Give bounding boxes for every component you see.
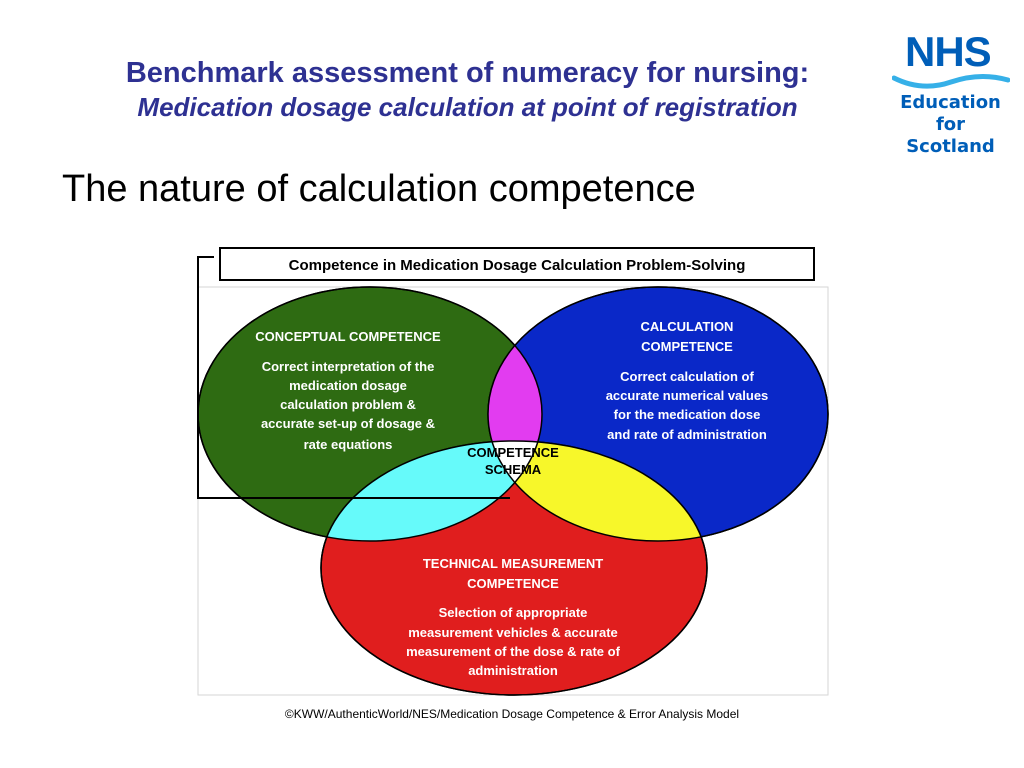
title-subtitle: Medication dosage calculation at point o…	[137, 92, 798, 122]
diagram-header: Competence in Medication Dosage Calculat…	[289, 257, 746, 274]
conceptual-line: Correct interpretation of the	[262, 359, 435, 374]
technical-title: TECHNICAL MEASUREMENT	[423, 556, 603, 571]
logo-line: Education	[900, 92, 1001, 113]
venn-diagram: Competence in Medication Dosage Calculat…	[197, 247, 829, 696]
technical-line: measurement of the dose & rate of	[406, 644, 620, 659]
center-label: SCHEMA	[485, 462, 542, 477]
technical-line: measurement vehicles & accurate	[408, 625, 618, 640]
logo-org-name: Education for Scotland	[888, 92, 1013, 158]
section-heading: The nature of calculation competence	[62, 168, 696, 210]
conceptual-title: CONCEPTUAL COMPETENCE	[255, 329, 441, 344]
technical-title: COMPETENCE	[467, 576, 559, 591]
center-label: COMPETENCE	[467, 445, 559, 460]
conceptual-line: medication dosage	[289, 378, 407, 393]
overlap-conceptual-technical	[321, 441, 542, 541]
logo-line: Scotland	[906, 136, 995, 157]
conceptual-line: accurate set-up of dosage &	[261, 416, 435, 431]
nhs-logo: NHS Education for Scotland	[888, 28, 1018, 163]
title-main: Benchmark assessment of numeracy for nur…	[125, 57, 810, 89]
wave-icon	[892, 74, 1010, 89]
copyright-notice: ©KWW/AuthenticWorld/NES/Medication Dosag…	[284, 707, 740, 721]
bracket-line	[197, 256, 510, 499]
technical-line: Selection of appropriate	[439, 605, 588, 620]
calculation-line: for the medication dose	[614, 407, 761, 422]
nhs-wordmark: NHS	[905, 28, 992, 75]
overlap-calculation-technical	[488, 441, 707, 541]
calculation-title: COMPETENCE	[641, 339, 733, 354]
conceptual-line: calculation problem &	[280, 397, 416, 412]
technical-line: administration	[468, 663, 558, 678]
logo-line: for	[935, 114, 966, 135]
calculation-title: CALCULATION	[641, 319, 734, 334]
calculation-line: and rate of administration	[607, 427, 767, 442]
calculation-line: accurate numerical values	[606, 388, 769, 403]
conceptual-line: rate equations	[304, 437, 393, 452]
slide-title: Benchmark assessment of numeracy for nur…	[0, 56, 935, 124]
diagram-header-box	[219, 247, 815, 281]
calculation-line: Correct calculation of	[620, 369, 754, 384]
